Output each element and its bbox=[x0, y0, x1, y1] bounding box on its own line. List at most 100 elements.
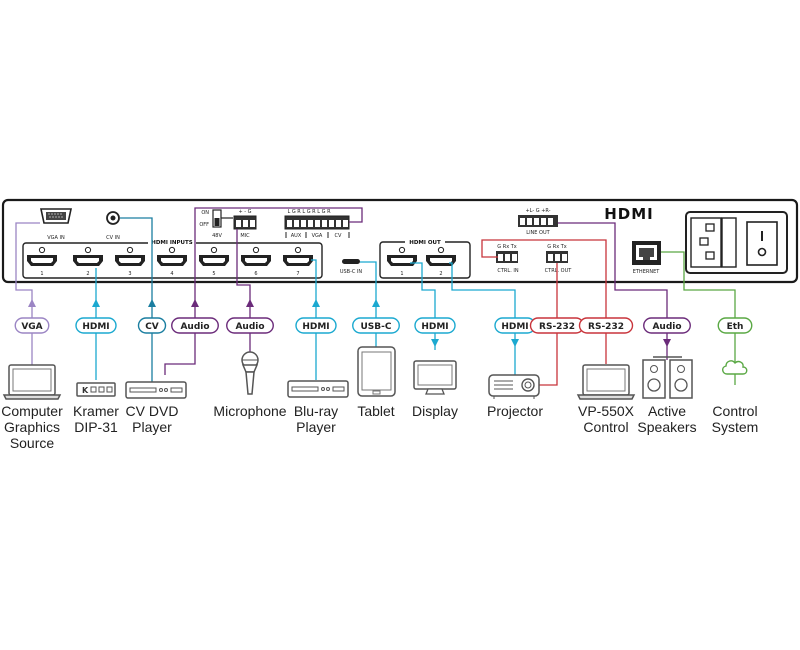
signal-pill-rs-232: RS-232 bbox=[578, 317, 634, 334]
svg-text:HDMI: HDMI bbox=[82, 322, 109, 332]
hdmi-in-port-5-number: 5 bbox=[212, 271, 215, 277]
ctrl-out-label: CTRL. OUT bbox=[545, 268, 573, 274]
aux-label: AUX bbox=[291, 233, 302, 239]
signal-pill-hdmi: HDMI bbox=[75, 317, 117, 334]
display-icon bbox=[413, 360, 457, 395]
hdmi-out-label: HDMI OUT bbox=[409, 240, 441, 246]
switch-on-label: ON bbox=[201, 210, 209, 216]
mic-label: MIC bbox=[240, 233, 250, 239]
tablet-icon bbox=[357, 346, 396, 397]
hdmi-in-port-7: 7 bbox=[283, 246, 313, 277]
device-label-projector: Projector bbox=[486, 403, 544, 419]
signal-pill-hdmi: HDMI bbox=[414, 317, 456, 334]
hdmi-in-port-4-number: 4 bbox=[170, 271, 173, 277]
cloud-icon bbox=[722, 360, 748, 375]
active-speakers-icon bbox=[642, 356, 693, 399]
device-label-display: Display bbox=[412, 403, 458, 419]
svg-text:RS-232: RS-232 bbox=[588, 322, 624, 332]
laptop-icon bbox=[2, 364, 62, 400]
svg-text:HDMI: HDMI bbox=[421, 322, 448, 332]
signal-pill-vga: VGA bbox=[14, 317, 50, 334]
svg-text:Audio: Audio bbox=[180, 322, 209, 332]
svg-text:K: K bbox=[82, 386, 89, 395]
ctrl-in-terminal bbox=[496, 251, 518, 263]
vga-in-label: VGA IN bbox=[47, 235, 65, 241]
device-label-kramer: Kramer DIP-31 bbox=[73, 403, 119, 435]
hdmi-in-port-4: 4 bbox=[157, 246, 187, 277]
hdmi-in-port-7-number: 7 bbox=[296, 271, 299, 277]
svg-text:Eth: Eth bbox=[727, 322, 744, 332]
hdmi-in-port-1: 1 bbox=[27, 246, 57, 277]
svg-text:RS-232: RS-232 bbox=[539, 322, 575, 332]
device-label-computer: Computer Graphics Source bbox=[1, 403, 63, 451]
svg-text:Audio: Audio bbox=[652, 322, 681, 332]
hdmi-inputs-label: HDMI INPUTS bbox=[151, 240, 193, 246]
signal-pill-rs-232: RS-232 bbox=[529, 317, 585, 334]
signal-pill-audio: Audio bbox=[643, 317, 691, 334]
signal-pill-usb-c: USB-C bbox=[352, 317, 400, 334]
svg-text:HDMI: HDMI bbox=[501, 322, 528, 332]
line-out-terminal bbox=[518, 215, 558, 227]
cv-in-label: CV IN bbox=[106, 235, 120, 241]
cv-audio-label: CV bbox=[335, 233, 342, 239]
vga-audio-label: VGA bbox=[312, 233, 323, 239]
device-label-active: Active Speakers bbox=[637, 403, 697, 435]
ctrl-out-terminal bbox=[546, 251, 568, 263]
svg-text:HDMI: HDMI bbox=[302, 322, 329, 332]
signal-pill-hdmi: HDMI bbox=[494, 317, 536, 334]
hdmi-out-port-2-number: 2 bbox=[439, 271, 442, 277]
hdmi-in-port-5: 5 bbox=[199, 246, 229, 277]
phantom-power-switch[interactable] bbox=[212, 209, 222, 228]
power-switch[interactable] bbox=[746, 221, 778, 266]
svg-text:Audio: Audio bbox=[235, 322, 264, 332]
hdmi-out-port-1: 1 bbox=[387, 246, 417, 277]
mic-terminal bbox=[233, 215, 257, 230]
hdmi-in-port-6-number: 6 bbox=[254, 271, 257, 277]
control-laptop-icon bbox=[576, 364, 636, 400]
cv-in-port bbox=[106, 211, 120, 225]
device-label-cv-dvd: CV DVD Player bbox=[125, 403, 179, 435]
line-out-label: LINE OUT bbox=[526, 230, 550, 236]
signal-arrows bbox=[28, 299, 671, 347]
switch-off-label: OFF bbox=[199, 222, 209, 228]
dvd-player-icon bbox=[125, 381, 187, 399]
ctrl-out-pins-label: G Rx Tx bbox=[547, 244, 567, 250]
audio-pins-label: L G R L G R L G R bbox=[287, 209, 331, 215]
hdmi-logo: HDMI bbox=[604, 205, 654, 223]
hdmi-in-port-6: 6 bbox=[241, 246, 271, 277]
hdmi-out-port-1-number: 1 bbox=[400, 271, 403, 277]
hdmi-in-port-2: 2 bbox=[73, 246, 103, 277]
microphone-icon bbox=[241, 351, 259, 395]
svg-text:CV: CV bbox=[145, 322, 159, 332]
svg-text:USB-C: USB-C bbox=[361, 322, 392, 332]
hdmi-out-port-2: 2 bbox=[426, 246, 456, 277]
ethernet-port bbox=[632, 241, 661, 265]
signal-pill-eth: Eth bbox=[717, 317, 753, 334]
signal-pill-cv: CV bbox=[137, 317, 167, 334]
signal-pill-audio: Audio bbox=[171, 317, 219, 334]
ethernet-label: ETHERNET bbox=[633, 269, 661, 275]
svg-text:VGA: VGA bbox=[21, 322, 42, 332]
device-label-vp-550x: VP-550X Control bbox=[577, 403, 635, 435]
ctrl-in-pins-label: G Rx Tx bbox=[497, 244, 517, 250]
ctrl-in-label: CTRL. IN bbox=[497, 268, 518, 274]
device-label-control: Control System bbox=[711, 403, 759, 435]
vga-in-port bbox=[40, 208, 72, 224]
hdmi-in-port-2-number: 2 bbox=[86, 271, 89, 277]
line-out-pins-label: +L- G +R- bbox=[525, 208, 550, 214]
signal-pill-audio: Audio bbox=[226, 317, 274, 334]
mic-pins-label: + - G bbox=[238, 209, 251, 215]
device-label-microphone: Microphone bbox=[213, 403, 287, 419]
projector-icon bbox=[488, 374, 540, 399]
usbc-in-port bbox=[342, 259, 360, 264]
signal-pill-hdmi: HDMI bbox=[295, 317, 337, 334]
device-rear-panel bbox=[1, 198, 799, 284]
hdmi-in-port-3: 3 bbox=[115, 246, 145, 277]
bluray-player-icon bbox=[287, 380, 349, 398]
kramer-dip31-icon: K bbox=[76, 382, 116, 397]
hdmi-in-port-1-number: 1 bbox=[40, 271, 43, 277]
hdmi-in-port-3-number: 3 bbox=[128, 271, 131, 277]
48v-label: 48V bbox=[212, 233, 222, 239]
device-label-blu-ray: Blu-ray Player bbox=[293, 403, 339, 435]
